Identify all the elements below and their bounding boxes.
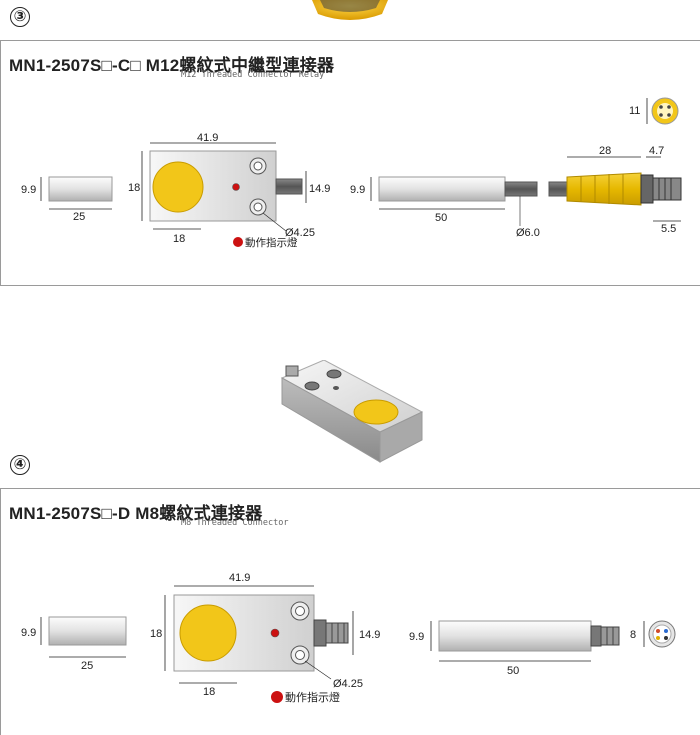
cable-stub — [275, 178, 303, 195]
indicator-legend-dot — [271, 691, 283, 703]
m8-connector-stub — [325, 622, 349, 644]
indicator-legend-label: 動作指示燈 — [285, 690, 340, 704]
section-number-3: ③ — [10, 7, 30, 27]
indicator-legend-label: 動作指示燈 — [245, 236, 298, 249]
connector-height-label: 14.9 — [309, 183, 330, 195]
side-height-label: 9.9 — [21, 184, 36, 196]
pin-face-label: 8 — [630, 629, 636, 641]
side-length-label: 25 — [73, 211, 85, 223]
cable-dia-label: Ø6.0 — [516, 227, 540, 239]
product-panel-m8: MN1-2507S□-D M8螺紋式連接器 M8 Threaded Connec… — [0, 488, 700, 735]
side-view-block — [48, 176, 113, 202]
body-offset-label: 18 — [203, 686, 215, 698]
m12-connector — [566, 172, 642, 206]
cable-body-height-label: 9.9 — [409, 631, 424, 643]
connector-height-label: 14.9 — [359, 629, 380, 641]
cable-sensor-body — [378, 176, 506, 202]
product-subtitle: M8 Threaded Connector — [181, 518, 289, 528]
hole-dia-label: Ø4.25 — [285, 227, 315, 239]
m12-tail-label: 5.5 — [661, 223, 676, 235]
cable-body-length-label: 50 — [507, 665, 519, 677]
m12-length-label: 28 — [599, 145, 611, 157]
sensor-face — [179, 604, 237, 662]
dimension-drawing-m12: 9.9 25 41.9 18 14.9 18 Ø4.25 動作指示燈 9.9 5… — [21, 97, 682, 249]
cable-body-height-label: 9.9 — [350, 184, 365, 196]
m12-head-label: 4.7 — [649, 145, 664, 157]
pin-face-label: 11 — [629, 105, 640, 117]
product-subtitle: M12 Threaded Connector Relay — [181, 70, 325, 80]
cable-sensor-body — [438, 620, 592, 652]
body-length-label: 41.9 — [229, 572, 250, 584]
body-height-label: 18 — [128, 182, 140, 194]
product-title: MN1-2507S□-D M8螺紋式連接器 — [9, 504, 263, 523]
dimension-drawing-m8: 9.9 25 41.9 18 14.9 18 Ø4.25 動作指示燈 9.9 5… — [21, 572, 676, 704]
side-height-label: 9.9 — [21, 627, 36, 639]
cable-body-length-label: 50 — [435, 212, 447, 224]
indicator-legend-dot — [233, 237, 243, 247]
body-height-label: 18 — [150, 628, 162, 640]
side-length-label: 25 — [81, 660, 93, 672]
connector-photo-top — [312, 0, 388, 20]
hole-dia-label: Ø4.25 — [333, 678, 363, 690]
side-view-block — [48, 616, 127, 646]
product-photo — [280, 360, 424, 463]
product-panel-m12: MN1-2507S□-C□ M12螺紋式中繼型連接器 M12 Threaded … — [0, 40, 700, 286]
product-title: MN1-2507S□-C□ M12螺紋式中繼型連接器 — [9, 56, 335, 75]
indicator-led — [232, 183, 240, 191]
indicator-led — [270, 628, 280, 638]
body-offset-label: 18 — [173, 233, 185, 245]
body-length-label: 41.9 — [197, 132, 218, 144]
sensor-face — [152, 161, 204, 213]
section-number-4: ④ — [10, 455, 30, 475]
